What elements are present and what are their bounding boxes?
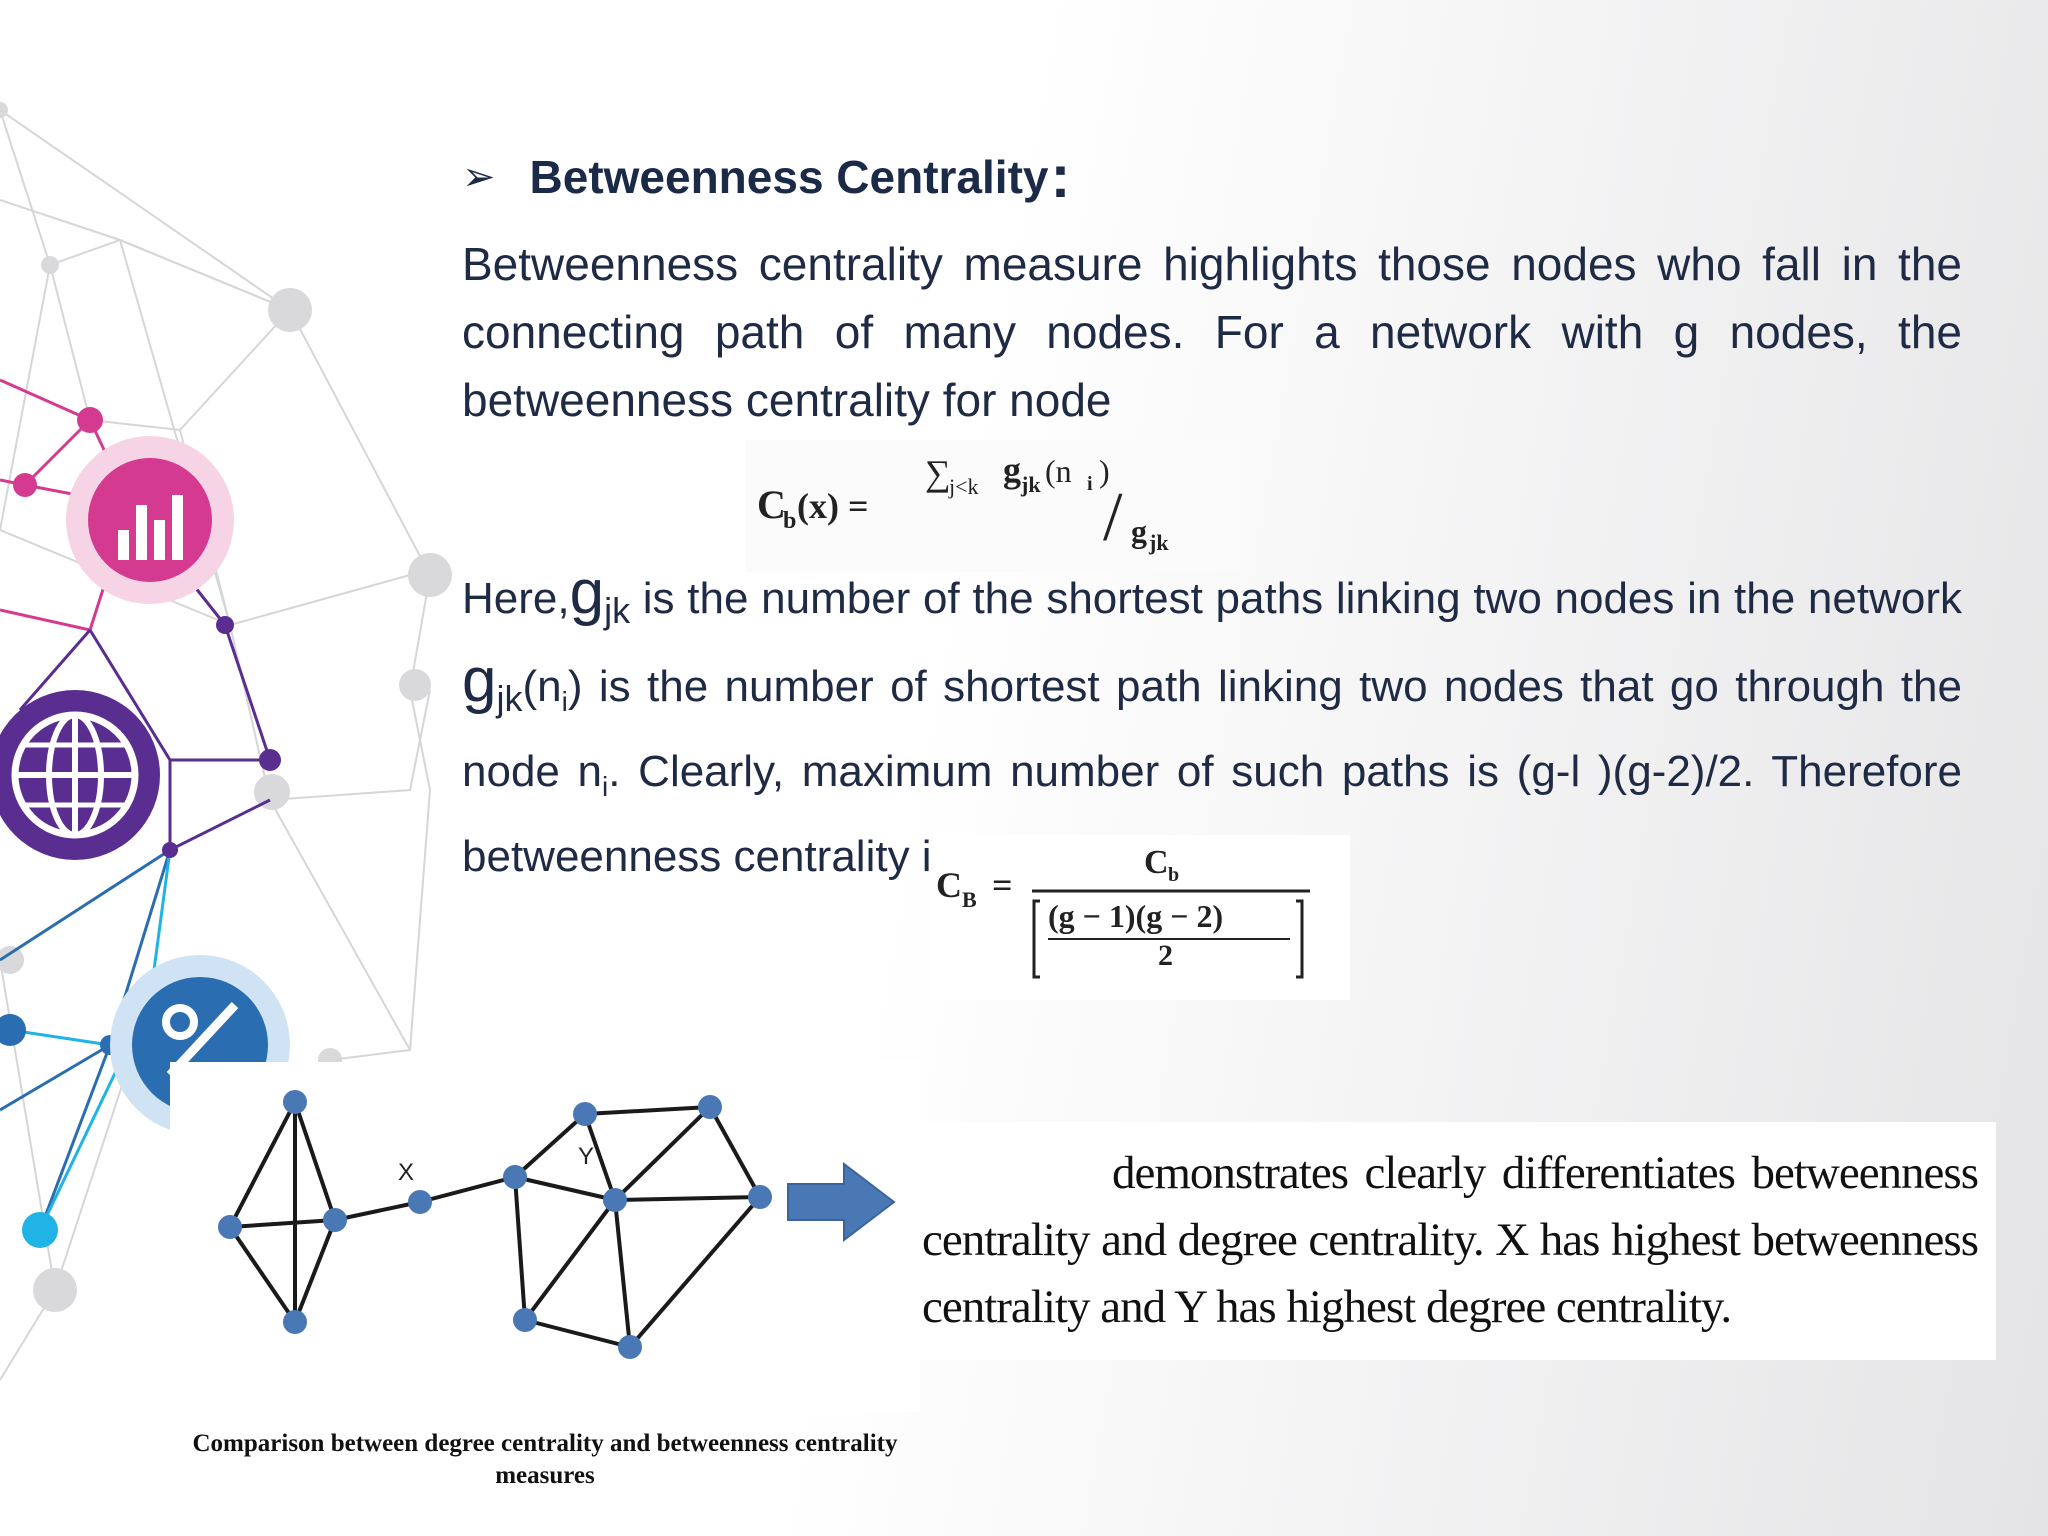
description-text: demonstrates clearly differentiates betw…	[922, 1147, 1979, 1333]
arrow-bullet-icon: ➢	[462, 154, 496, 199]
betweenness-formula-graphic: C b (x) = ∑ j<k g jk (n i ) / g jk	[757, 450, 1169, 556]
node-y-label: Y	[578, 1143, 594, 1170]
formula1-slash: /	[1103, 479, 1123, 556]
description-box	[912, 1122, 1996, 1360]
p2-t3-sub: i	[602, 771, 609, 802]
formula1-lhs: C	[757, 482, 786, 527]
formula1-gterm-sub: jk	[1020, 472, 1041, 497]
p2-here: Here,	[462, 574, 570, 623]
p2-g2-sub: jk	[496, 678, 523, 719]
formula1-close: )	[1099, 453, 1110, 489]
formula2-lhs: C	[936, 865, 962, 905]
formula2-lhs-sub: B	[962, 887, 977, 912]
formula1-sum: ∑	[925, 453, 951, 493]
decorative-network-graphic	[0, 102, 452, 1381]
p2-t3: ) is the number of shortest path linking…	[462, 662, 1962, 796]
heading-title: Betweenness Centrality	[529, 150, 1049, 203]
formula1-arg-sub: i	[1087, 473, 1093, 495]
formula2-den-top: (g − 1)(g − 2)	[1048, 898, 1223, 934]
formula1-arg: (n	[1045, 453, 1072, 489]
p2-g1-sub: jk	[604, 590, 631, 631]
figure-caption: Comparison between degree centrality and…	[192, 1430, 898, 1489]
formula2-eq: =	[992, 865, 1013, 905]
betweenness-formula: C b (x) = ∑ j<k g jk (n i ) / g jk	[745, 440, 1240, 572]
p2-t2: (n	[522, 662, 562, 711]
right-arrow-icon	[787, 1162, 896, 1242]
formula1-den: g	[1131, 513, 1147, 549]
formula2-den-bottom: 2	[1158, 939, 1173, 972]
comparison-graph-figure: X Y	[170, 1062, 920, 1412]
intro-paragraph: Betweenness centrality measure highlight…	[462, 238, 1962, 426]
network-graph: X Y	[218, 1090, 772, 1359]
node-x-label: X	[398, 1159, 414, 1186]
p2-g2: g	[462, 646, 497, 715]
slide-heading: ➢ Betweenness Centrality :	[462, 142, 1070, 211]
formula1-gterm: g	[1003, 450, 1021, 490]
formula1-den-sub: jk	[1148, 530, 1169, 555]
normalized-formula: C B = C b (g − 1)(g − 2) 2	[932, 835, 1350, 1000]
formula2-num: C	[1144, 844, 1169, 881]
formula1-lhs-arg: (x) =	[797, 486, 869, 526]
bar-chart-icon	[66, 436, 234, 604]
normalized-formula-graphic: C B = C b (g − 1)(g − 2) 2	[936, 844, 1310, 979]
globe-icon	[0, 690, 160, 860]
formula2-num-sub: b	[1168, 864, 1179, 886]
heading-colon: :	[1050, 143, 1071, 210]
formula1-lhs-sub: b	[783, 508, 796, 534]
p2-g1: g	[569, 558, 605, 627]
formula1-sum-sub: j<k	[948, 474, 979, 499]
p2-t1: is the number of the shortest paths link…	[630, 574, 1962, 623]
p2-t2-sub: i	[561, 686, 568, 717]
